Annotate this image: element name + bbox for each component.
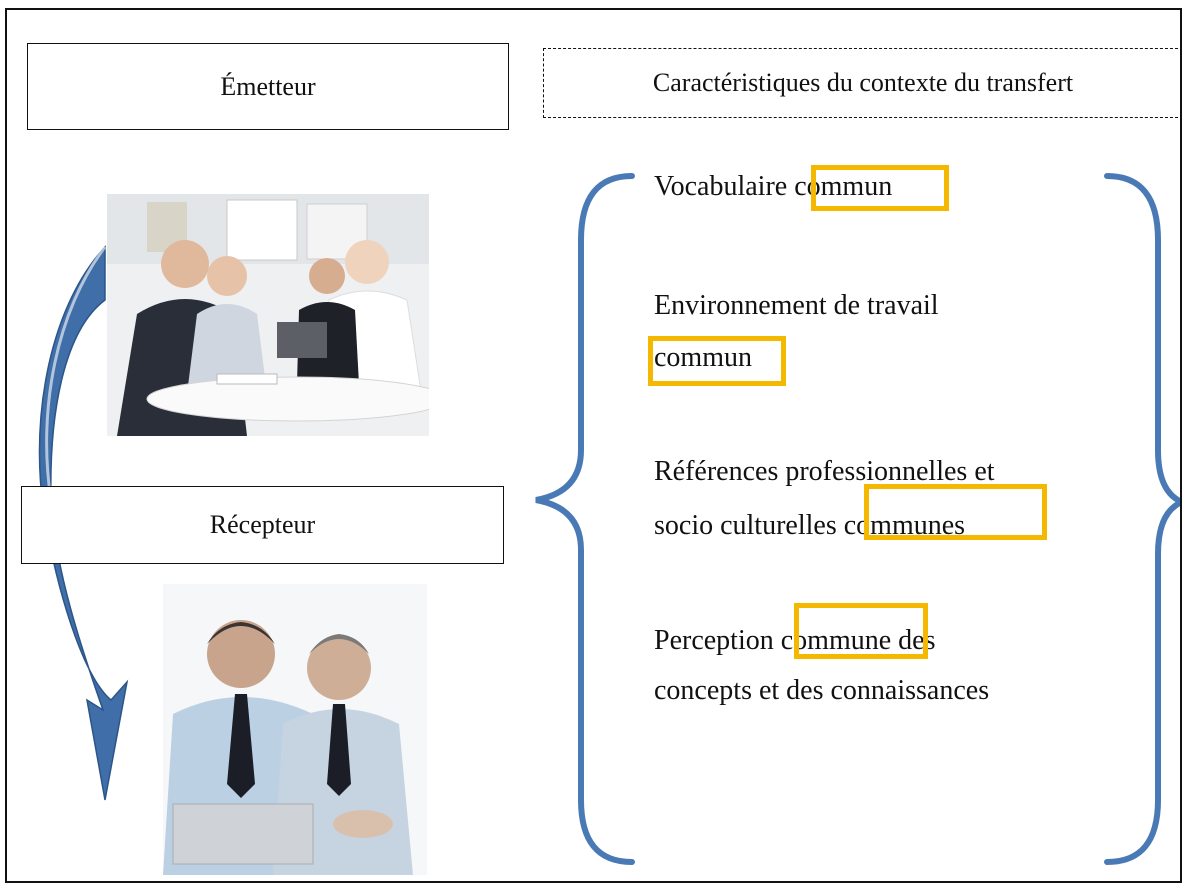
- item-text: des: [891, 625, 936, 656]
- item-vocabulaire: Vocabulaire commun: [654, 173, 892, 201]
- item-environnement-line1: Environnement de travail: [654, 290, 939, 321]
- item-text: socio culturelles: [654, 510, 844, 541]
- highlighted-word: commun: [794, 171, 893, 202]
- highlight-box: [811, 165, 949, 211]
- item-environnement-line2: commun: [654, 342, 752, 373]
- recepteur-box: Récepteur: [21, 486, 504, 564]
- context-header-label: Caractéristiques du contexte du transfer…: [652, 68, 1074, 97]
- item-text: Perception: [654, 625, 781, 656]
- team-meeting-photo: [107, 194, 429, 436]
- braces-overlay: [535, 173, 1180, 865]
- highlight-box: [794, 603, 928, 659]
- item-perception-line2: concepts et des connaissances: [654, 675, 990, 706]
- item-text: Vocabulaire: [654, 171, 795, 202]
- item-references-line2: socio culturelles communes: [654, 512, 965, 540]
- context-header-box: Caractéristiques du contexte du transfer…: [543, 48, 1180, 118]
- highlighted-word: commune: [780, 625, 892, 656]
- highlight-box: [864, 484, 1047, 540]
- diagram-frame: Émetteur Caractéristiques du contexte du…: [5, 8, 1182, 883]
- recepteur-label: Récepteur: [209, 510, 316, 539]
- curved-arrow-icon: [38, 245, 129, 801]
- item-references-line1: Références professionnelles et: [654, 456, 995, 487]
- two-men-at-laptop-photo: [163, 584, 427, 875]
- emetteur-box: Émetteur: [27, 43, 509, 130]
- item-perception-line1: Perception commune des: [654, 627, 936, 655]
- emetteur-label: Émetteur: [220, 71, 316, 101]
- right-brace-icon: [1104, 173, 1180, 865]
- left-brace-icon: [535, 173, 635, 865]
- highlighted-word: communes: [843, 510, 966, 541]
- highlight-box: [648, 336, 786, 386]
